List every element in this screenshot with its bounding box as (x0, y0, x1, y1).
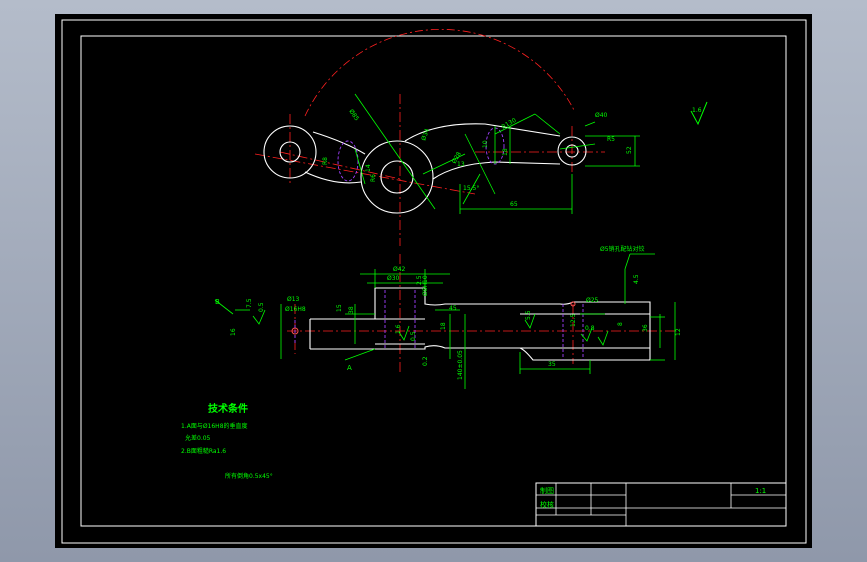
tech-note: 所有倒角0.5x45° (225, 472, 273, 480)
dim-text: Ø42 (393, 266, 406, 273)
tech-item: 1.A面与Ø16H8的垂直度 (181, 422, 248, 430)
title-block: 制图 校核 1:1 (535, 482, 787, 527)
dim-text: 18 (502, 148, 509, 156)
center-line (254, 153, 476, 195)
callout-text: Ø5销孔配钻对铰 (600, 245, 645, 253)
dim-text: Ø85 (347, 108, 360, 122)
dim-text: Ø34 (420, 128, 431, 142)
tech-item: 允差0.05 (185, 434, 211, 442)
dim-text: 45 (449, 305, 457, 312)
dim-text: 0.2 (422, 356, 429, 366)
surface-finish-mark: 1.6 (690, 101, 708, 126)
dim-text: 140±0.05 (457, 350, 464, 380)
dim-text: 38 (348, 306, 355, 314)
dim-text: 12.5 (570, 313, 577, 327)
dim-text: 0.8 (585, 325, 595, 332)
cad-drawing-sheet: 1.6 (55, 14, 812, 548)
dim-text: 18 (440, 322, 447, 330)
dim-text: R5 (607, 136, 615, 143)
dim-text: 12 (675, 328, 682, 336)
dim-text: 52 (626, 146, 633, 154)
surface-finish-value: 1.6 (692, 107, 702, 114)
inner-frame (80, 35, 787, 527)
left-hole (279, 141, 301, 163)
top-view: Ø85 Ø34 Ø40 R130 Ø28 R5 52 65 15.5° 18 1… (254, 28, 640, 246)
title-block-drawn: 制图 (540, 486, 554, 495)
dim-text: 4.5 (633, 274, 640, 284)
center-line (279, 151, 401, 180)
dim-text: Ø16H8 (285, 306, 306, 313)
dim-text: 35 (548, 361, 556, 368)
title-block-scale: 1:1 (755, 487, 766, 495)
dim-text: 8 (617, 322, 624, 326)
right-boss-outline (557, 136, 587, 166)
dim-text: 65 (510, 201, 518, 208)
tech-item: 2.B面粗糙Ra1.6 (181, 447, 226, 455)
right-hole (565, 144, 579, 158)
dim-text: R8 (322, 157, 329, 165)
front-view-dimension-lines (214, 253, 676, 389)
dim-text: Ø40 (595, 112, 608, 119)
dim-text: 1.6 (395, 324, 402, 334)
dim-text: 0.5 (410, 331, 417, 341)
dim-text: 15.5° (463, 185, 479, 192)
dim-text: R6 (370, 174, 377, 182)
view-label-b: B (215, 298, 220, 306)
tech-title: 技术条件 (208, 402, 248, 415)
dim-text: 5.5 (525, 310, 532, 320)
main-boss-outline (360, 140, 434, 214)
dim-text: 13 (457, 161, 465, 168)
main-hole (380, 160, 414, 194)
tech-requirements: 技术条件 1.A面与Ø16H8的垂直度 允差0.05 2.B面粗糙Ra1.6 所… (181, 402, 273, 480)
dim-text: Ø8H10 (422, 275, 429, 296)
dim-text: Ø13 (287, 296, 300, 303)
dim-text: 14 (365, 164, 372, 172)
top-view-dimension-lines (354, 93, 640, 214)
front-view: Ø42 Ø30 Ø16H8 Ø13 Ø8H10 7.5 0.5 16 38 15… (214, 245, 682, 389)
left-boss-outline (263, 125, 317, 179)
dim-text: 16 (230, 328, 237, 336)
dim-text: 2.5 (416, 275, 423, 285)
dim-text: 15 (336, 304, 343, 312)
dim-text: 36 (642, 324, 649, 332)
dim-text: 10 (482, 140, 489, 148)
outer-frame (61, 19, 807, 544)
dim-text: Ø25 (586, 297, 599, 304)
construction-arc (304, 28, 576, 117)
view-label-a: A (347, 364, 352, 372)
drawing-canvas: 1.6 (61, 19, 807, 544)
dim-text: 0.5 (258, 302, 265, 312)
dim-text: 7.5 (246, 298, 253, 308)
title-block-checked: 校核 (540, 500, 554, 509)
dim-text: Ø30 (387, 275, 400, 282)
